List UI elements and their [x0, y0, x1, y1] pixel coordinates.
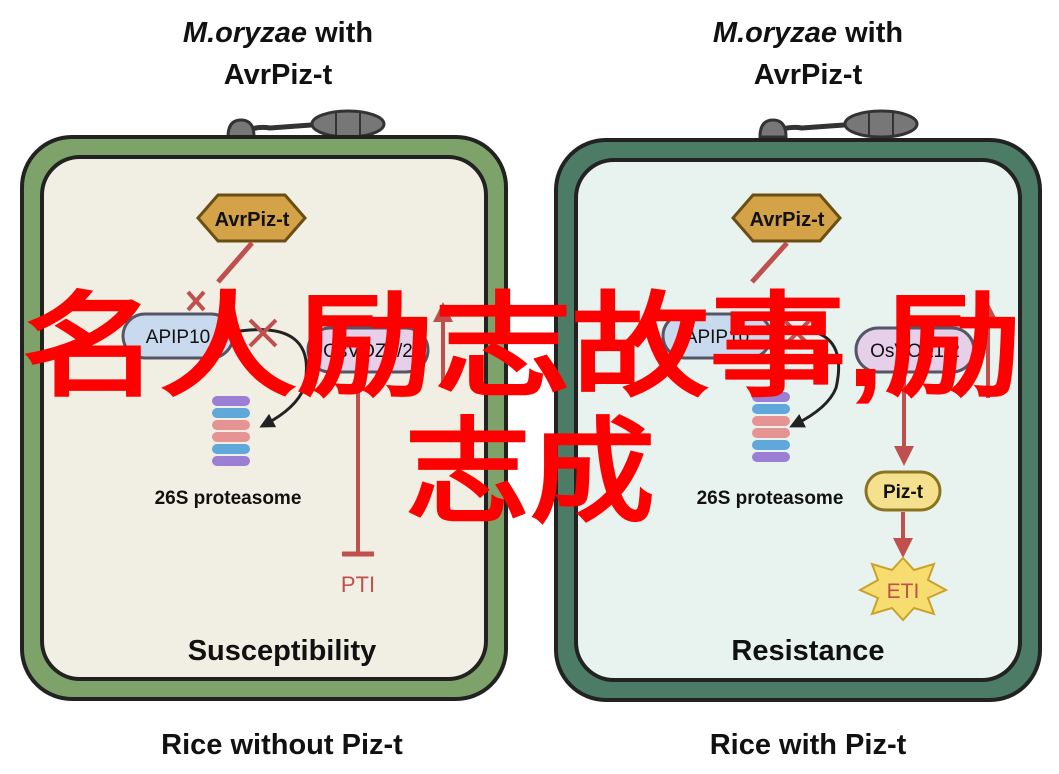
- right-apip-pill: [661, 312, 773, 360]
- left-header-line1: M.oryzae with: [183, 17, 373, 49]
- right-result-label: Resistance: [731, 635, 884, 667]
- left-osvoz-pill: [306, 326, 430, 374]
- left-header-line2: AvrPiz-t: [224, 59, 333, 91]
- left-panel: M.oryzae with AvrPiz-t AvrPiz-t APIP10: [20, 17, 508, 761]
- right-header-italic: M.oryzae: [713, 17, 837, 49]
- left-proteasome-icon: [212, 396, 250, 466]
- right-eti-burst: [857, 556, 949, 622]
- right-effector-hexagon: [731, 193, 842, 243]
- right-outcome-label: ETI: [887, 580, 920, 603]
- right-header-rest: with: [837, 17, 903, 49]
- right-osvoz-pill: [854, 326, 976, 374]
- overlay-line2: 志成: [405, 410, 655, 537]
- right-effector-label: AvrPiz-t: [750, 209, 825, 231]
- right-header-line1: M.oryzae with: [713, 17, 903, 49]
- left-header-rest: with: [307, 17, 373, 49]
- left-block-mark: [186, 290, 278, 348]
- overlay-watermark-text: 名人励志故事,励 志成: [22, 284, 1022, 537]
- right-panel: M.oryzae with AvrPiz-t AvrPiz-t APIP10 O…: [554, 17, 1042, 761]
- right-block-mark: [782, 318, 812, 348]
- right-header-line2: AvrPiz-t: [754, 59, 863, 91]
- left-header-italic: M.oryzae: [183, 17, 307, 49]
- right-proteasome-icon: [752, 392, 790, 462]
- left-result-label: Susceptibility: [188, 635, 377, 667]
- right-fungus-icon: [758, 109, 919, 198]
- overlay-line1: 名人励志故事,励: [22, 284, 1022, 411]
- right-apip-label: APIP10: [685, 327, 749, 348]
- right-caption: Rice with Piz-t: [710, 729, 907, 761]
- left-proteasome-label: 26S proteasome: [155, 488, 302, 509]
- left-outcome-label: PTI: [341, 572, 375, 597]
- left-effector-label: AvrPiz-t: [215, 209, 290, 231]
- right-osvoz-label: OsVOZ1/2: [870, 341, 960, 362]
- right-proteasome-label: 26S proteasome: [697, 488, 844, 509]
- left-osvoz-label: OsVOZ1/2: [323, 341, 413, 362]
- left-apip-pill: [121, 312, 235, 360]
- right-pizt-pill: [864, 470, 942, 512]
- left-caption: Rice without Piz-t: [161, 729, 403, 761]
- left-apip-label: APIP10: [146, 327, 210, 348]
- left-effector-hexagon: [196, 193, 307, 243]
- right-pizt-label: Piz-t: [883, 482, 924, 503]
